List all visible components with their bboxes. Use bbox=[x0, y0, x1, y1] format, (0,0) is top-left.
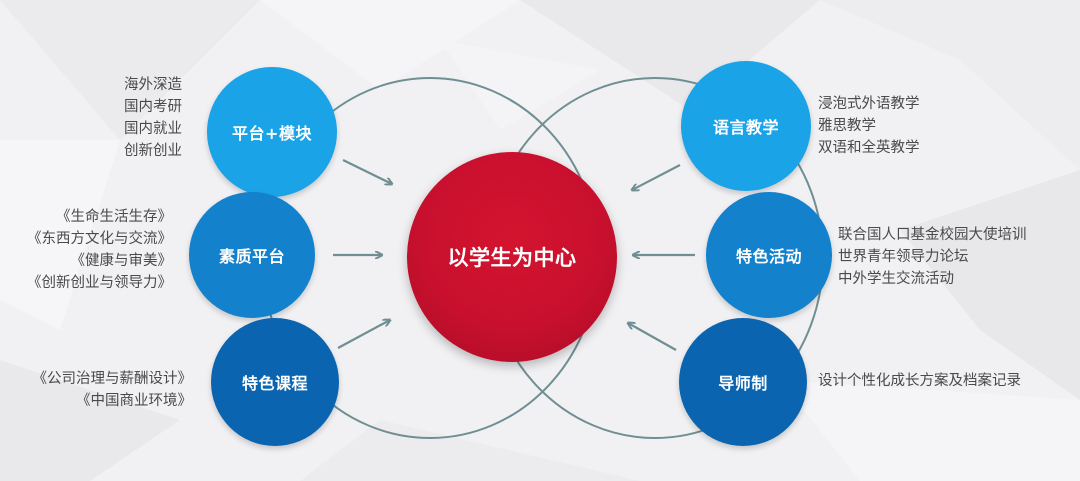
arrow-courses-to-center bbox=[337, 320, 390, 349]
arrow-language-to-center bbox=[632, 164, 681, 190]
note-item: 《公司治理与薪酬设计》 bbox=[32, 371, 193, 387]
notes-quality-platform: 《生命生活生存》 《东西方文化与交流》 《健康与审美》 《创新创业与领导力》 bbox=[27, 206, 172, 294]
notes-mentor-system: 设计个性化成长方案及档案记录 bbox=[818, 370, 1021, 392]
node-mentor-system: 导师制 bbox=[679, 318, 807, 446]
node-quality-platform-label: 素质平台 bbox=[218, 247, 285, 266]
arrow-mentor-to-center bbox=[628, 323, 677, 351]
note-item: 浸泡式外语教学 bbox=[818, 96, 920, 112]
note-item: 中外学生交流活动 bbox=[838, 271, 954, 287]
note-item: 国内考研 bbox=[124, 99, 182, 115]
note-item: 国内就业 bbox=[124, 121, 182, 137]
node-mentor-system-label: 导师制 bbox=[718, 374, 768, 393]
note-item: 《东西方文化与交流》 bbox=[27, 231, 172, 247]
node-special-courses-label: 特色课程 bbox=[241, 374, 308, 393]
note-item: 《创新创业与领导力》 bbox=[27, 275, 172, 291]
node-platform-module-label: 平台+模块 bbox=[232, 124, 312, 143]
arrow-platform-to-center bbox=[342, 159, 392, 184]
note-item: 联合国人口基金校园大使培训 bbox=[838, 227, 1027, 243]
notes-language-teaching: 浸泡式外语教学 雅思教学 双语和全英教学 bbox=[818, 93, 920, 159]
node-special-activities-label: 特色活动 bbox=[735, 247, 802, 266]
note-item: 海外深造 bbox=[124, 77, 182, 93]
node-platform-module: 平台+模块 bbox=[207, 67, 337, 197]
node-quality-platform: 素质平台 bbox=[189, 192, 315, 318]
note-item: 双语和全英教学 bbox=[818, 140, 920, 156]
note-item: 创新创业 bbox=[124, 143, 182, 159]
notes-special-activities: 联合国人口基金校园大使培训 世界青年领导力论坛 中外学生交流活动 bbox=[838, 224, 1027, 290]
notes-special-courses: 《公司治理与薪酬设计》 《中国商业环境》 bbox=[33, 368, 193, 412]
note-item: 设计个性化成长方案及档案记录 bbox=[818, 373, 1021, 389]
note-item: 《生命生活生存》 bbox=[56, 209, 172, 225]
note-item: 世界青年领导力论坛 bbox=[838, 249, 969, 265]
center-node: 以学生为中心 bbox=[407, 152, 617, 362]
notes-platform-module: 海外深造 国内考研 国内就业 创新创业 bbox=[124, 74, 182, 162]
node-special-courses: 特色课程 bbox=[211, 318, 339, 446]
node-language-teaching: 语言教学 bbox=[681, 61, 811, 191]
note-item: 雅思教学 bbox=[818, 118, 876, 134]
center-label: 以学生为中心 bbox=[447, 246, 577, 270]
note-item: 《健康与审美》 bbox=[70, 253, 173, 269]
node-language-teaching-label: 语言教学 bbox=[712, 118, 779, 137]
node-special-activities: 特色活动 bbox=[706, 192, 832, 318]
note-item: 《中国商业环境》 bbox=[76, 393, 192, 409]
